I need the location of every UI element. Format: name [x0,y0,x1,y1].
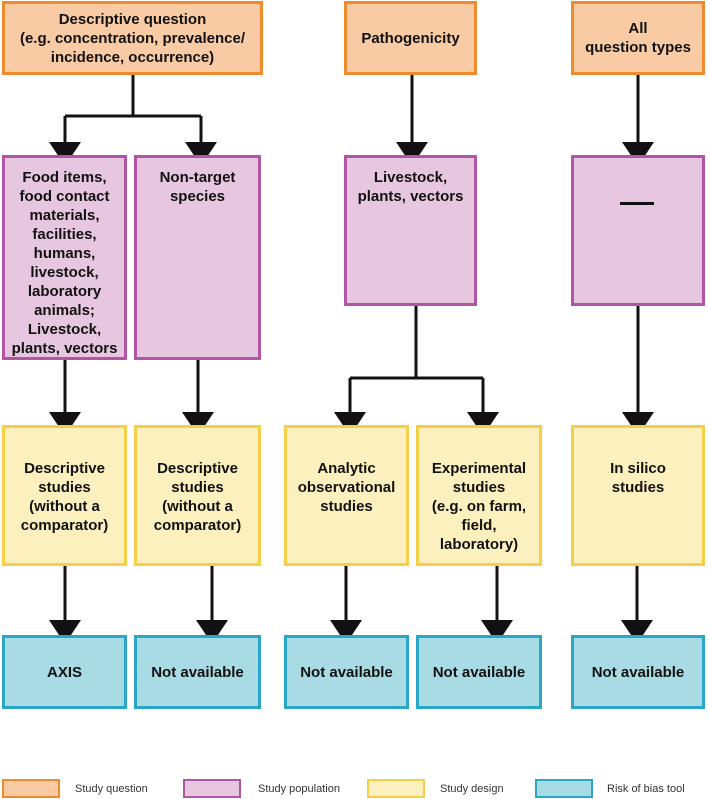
arrowhead-experimental-to-na4 [481,620,513,644]
population-food-items: Food items, food contact materials, faci… [2,155,127,360]
arrowhead-none-to-insilico [622,412,654,436]
arrowhead-all-to-none [622,142,654,166]
legend-label-population: Study population [258,783,340,795]
question-pathogenicity: Pathogenicity [344,1,477,75]
dash-icon [620,202,654,205]
tool-axis: AXIS [2,635,127,709]
tool-not-available-2: Not available [134,635,261,709]
arrowhead-livestock-to-experimental [467,412,499,436]
legend-swatch-population [183,779,241,798]
arrowhead-path-to-livestock [396,142,428,166]
population-non-target-species: Non-target species [134,155,261,360]
design-descriptive-2: Descriptive studies (without a comparato… [134,425,261,566]
legend-swatch-tool [535,779,593,798]
arrowhead-q1-to-nontarget [185,142,217,166]
arrowhead-q1-to-food [49,142,81,166]
legend-label-tool: Risk of bias tool [607,783,685,795]
arrowhead-nontarget-to-desc2 [182,412,214,436]
tool-not-available-4: Not available [416,635,542,709]
legend-label-question: Study question [75,783,148,795]
question-all-types: All question types [571,1,705,75]
design-experimental: Experimental studies (e.g. on farm, fiel… [416,425,542,566]
arrowhead-analytic-to-na3 [330,620,362,644]
design-analytic-observational: Analytic observational studies [284,425,409,566]
arrowhead-insilico-to-na5 [621,620,653,644]
legend-label-design: Study design [440,783,504,795]
arrowhead-desc2-to-na2 [196,620,228,644]
population-livestock-plants-vectors: Livestock, plants, vectors [344,155,477,306]
legend-swatch-design [367,779,425,798]
question-descriptive: Descriptive question (e.g. concentration… [2,1,263,75]
arrowhead-food-to-desc1 [49,412,81,436]
design-descriptive-1: Descriptive studies (without a comparato… [2,425,127,566]
arrowhead-desc1-to-axis [49,620,81,644]
design-in-silico: In silico studies [571,425,705,566]
arrowhead-livestock-to-analytic [334,412,366,436]
legend-swatch-question [2,779,60,798]
tool-not-available-5: Not available [571,635,705,709]
tool-not-available-3: Not available [284,635,409,709]
population-none [571,155,705,306]
